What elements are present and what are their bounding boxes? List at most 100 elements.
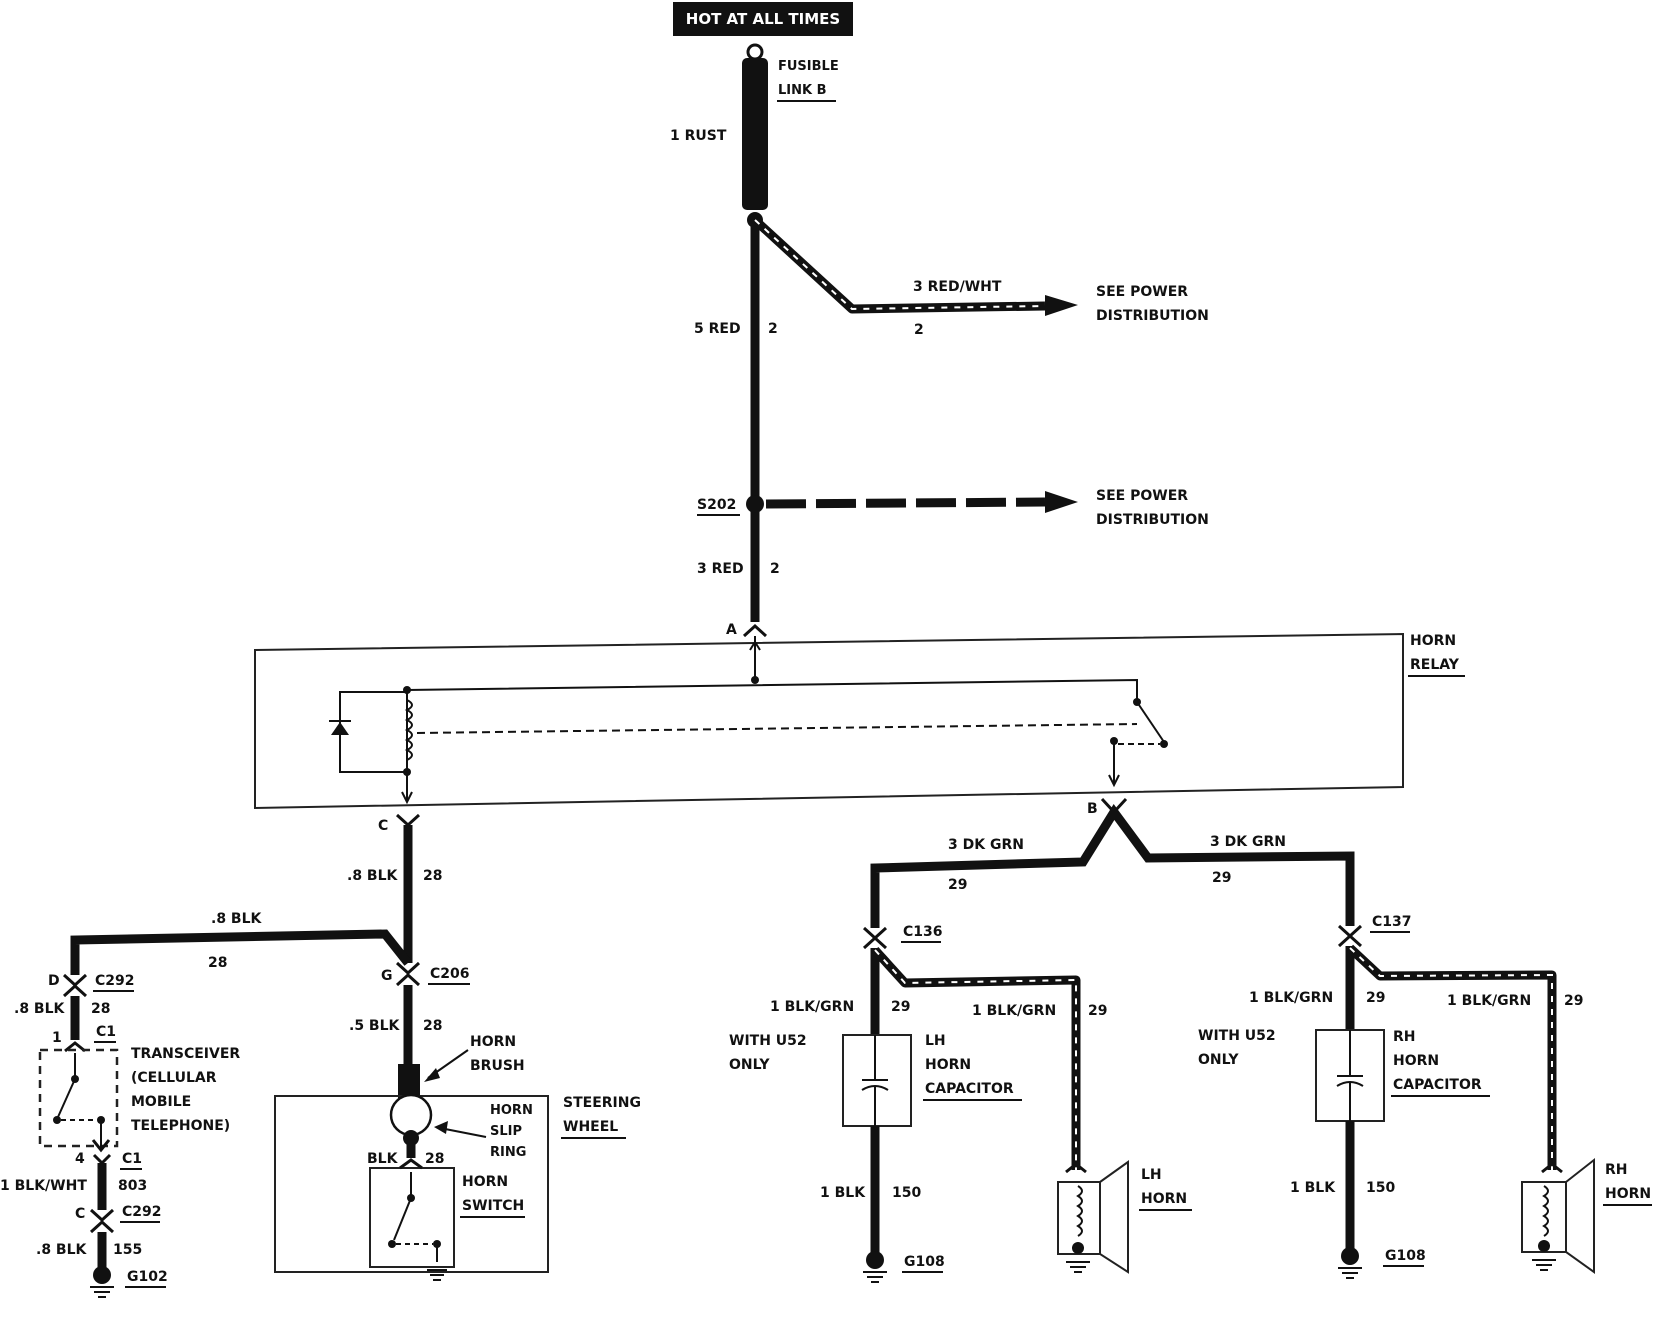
wire-label-3-red-wht: 3 RED/WHT xyxy=(913,279,1002,295)
terminal-1: 1 xyxy=(52,1030,62,1046)
circuit-label-29-lcap: 29 xyxy=(891,999,910,1015)
rh-horn-label-2: HORN xyxy=(1605,1186,1651,1202)
ground-g102: G102 xyxy=(127,1269,168,1285)
connector-c292-top: C292 xyxy=(95,973,135,989)
circuit-label-29-rcap: 29 xyxy=(1366,990,1385,1006)
circuit-label-28-g: 28 xyxy=(423,1018,442,1034)
rh-cap-label-1: RH xyxy=(1393,1029,1416,1045)
wire-label-5-red: 5 RED xyxy=(694,321,741,337)
rh-cap-label-3: CAPACITOR xyxy=(1393,1077,1482,1093)
connector-c136: C136 xyxy=(903,924,943,940)
circuit-label-2-branch: 2 xyxy=(914,322,924,338)
connector-c292-bottom: C292 xyxy=(122,1204,162,1220)
circuit-label-29-r: 29 xyxy=(1212,870,1231,886)
see-power-label-1b: DISTRIBUTION xyxy=(1096,308,1209,324)
horn-relay-label-1: HORN xyxy=(1410,633,1456,649)
horn-switch-circuit: C .8 BLK 28 .8 BLK 28 G C206 .5 BLK 28 H… xyxy=(70,813,641,1281)
circuit-label-28-top: 28 xyxy=(208,955,227,971)
with-u52-rh-2: ONLY xyxy=(1198,1052,1239,1068)
lh-cap-label-1: LH xyxy=(925,1033,946,1049)
wire-label-1-blk-grn-rhorn: 1 BLK/GRN xyxy=(1447,993,1531,1009)
wire-label-3-red: 3 RED xyxy=(697,561,744,577)
with-u52-rh-1: WITH U52 xyxy=(1198,1028,1276,1044)
with-u52-lh-2: ONLY xyxy=(729,1057,770,1073)
connector-c1-bottom: C1 xyxy=(122,1151,142,1167)
rh-horn-label-1: RH xyxy=(1605,1162,1628,1178)
lh-horn-branch: C136 1 BLK/GRN 29 1 BLK/GRN 29 WITH U52 … xyxy=(729,924,1192,1283)
wire-label-8-blk-c: .8 BLK xyxy=(347,868,399,884)
terminal-c-lower: C xyxy=(75,1206,85,1222)
slip-ring-label-2: SLIP xyxy=(490,1124,522,1139)
lh-horn-label-1: LH xyxy=(1141,1167,1162,1183)
circuit-label-29-l: 29 xyxy=(948,877,967,893)
circuit-label-150-l: 150 xyxy=(892,1185,921,1201)
terminal-4: 4 xyxy=(75,1151,85,1167)
circuit-label-2-lower: 2 xyxy=(770,561,780,577)
transceiver-label-4: TELEPHONE) xyxy=(131,1118,230,1134)
transceiver-label-3: MOBILE xyxy=(131,1094,191,1110)
fusible-link-label-1: FUSIBLE xyxy=(778,59,839,74)
rh-cap-label-2: HORN xyxy=(1393,1053,1439,1069)
fusible-link-b: FUSIBLE LINK B 1 RUST xyxy=(670,43,839,210)
connector-c206: C206 xyxy=(430,966,470,982)
steering-wheel-label-1: STEERING xyxy=(563,1095,641,1111)
wire-label-1-blk-150-l: 1 BLK xyxy=(820,1185,866,1201)
ground-g108-r: G108 xyxy=(1385,1248,1426,1264)
connector-c137: C137 xyxy=(1372,914,1412,930)
circuit-label-155: 155 xyxy=(113,1242,142,1258)
wire-label-3-dk-grn-r: 3 DK GRN xyxy=(1210,834,1286,850)
circuit-label-2: 2 xyxy=(768,321,778,337)
circuit-label-29-rhorn: 29 xyxy=(1564,993,1583,1009)
header-text: HOT AT ALL TIMES xyxy=(686,10,840,28)
hot-at-all-times-header: HOT AT ALL TIMES xyxy=(673,2,853,36)
wire-label-1-blk-wht: 1 BLK/WHT xyxy=(0,1178,87,1194)
wire-label-blk-sw: BLK xyxy=(367,1151,399,1167)
slip-ring-label-1: HORN xyxy=(490,1103,533,1118)
lh-cap-label-3: CAPACITOR xyxy=(925,1081,1014,1097)
fusible-link-label-2: LINK B xyxy=(778,83,827,98)
wire-label-1-blk-grn-lcap: 1 BLK/GRN xyxy=(770,999,854,1015)
see-power-label-2a: SEE POWER xyxy=(1096,488,1188,504)
wire-label-1-rust: 1 RUST xyxy=(670,128,727,144)
s202-splice: S202 SEE POWER DISTRIBUTION 3 RED 2 xyxy=(697,488,1209,577)
horn-relay: A HORN RELAY xyxy=(254,622,1465,810)
circuit-label-803: 803 xyxy=(118,1178,147,1194)
ground-g108-l: G108 xyxy=(904,1254,945,1270)
wire-label-1-blk-150-r: 1 BLK xyxy=(1290,1180,1336,1196)
terminal-a: A xyxy=(726,622,737,638)
transceiver-label-2: (CELLULAR xyxy=(131,1070,217,1086)
wire-label-8-blk-d: .8 BLK xyxy=(14,1001,66,1017)
wire-label-8-blk-155: .8 BLK xyxy=(36,1242,88,1258)
red-wht-branch-wire: 3 RED/WHT 2 SEE POWER DISTRIBUTION xyxy=(751,216,1209,338)
horn-relay-label-2: RELAY xyxy=(1410,657,1460,673)
with-u52-lh-1: WITH U52 xyxy=(729,1033,807,1049)
wire-label-3-dk-grn-l: 3 DK GRN xyxy=(948,837,1024,853)
wire-label-5-blk: .5 BLK xyxy=(349,1018,401,1034)
circuit-label-28-c: 28 xyxy=(423,868,442,884)
slip-ring-label-3: RING xyxy=(490,1145,526,1160)
see-power-label-2b: DISTRIBUTION xyxy=(1096,512,1209,528)
horn-switch-label-2: SWITCH xyxy=(462,1198,524,1214)
connector-c1-top: C1 xyxy=(96,1024,116,1040)
wire-label-1-blk-grn-rcap: 1 BLK/GRN xyxy=(1249,990,1333,1006)
transceiver-circuit: D C292 .8 BLK 28 1 C1 TRANSCEIVER (CELLU… xyxy=(0,973,240,1298)
steering-wheel-label-2: WHEEL xyxy=(563,1119,618,1135)
terminal-c: C xyxy=(378,818,388,834)
horn-output-circuit: B 3 DK GRN 29 3 DK GRN 29 xyxy=(870,797,1355,928)
rh-horn-branch: C137 1 BLK/GRN 29 1 BLK/GRN 29 WITH U52 … xyxy=(1198,914,1652,1279)
circuit-label-150-r: 150 xyxy=(1366,1180,1395,1196)
horn-brush-label-1: HORN xyxy=(470,1034,516,1050)
terminal-g: G xyxy=(381,968,393,984)
circuit-label-28-sw: 28 xyxy=(425,1151,444,1167)
wire-label-8-blk-top: .8 BLK xyxy=(211,911,263,927)
wire-label-1-blk-grn-lhorn: 1 BLK/GRN xyxy=(972,1003,1056,1019)
circuit-label-28-d: 28 xyxy=(91,1001,110,1017)
terminal-d: D xyxy=(48,973,60,989)
horn-brush-label-2: BRUSH xyxy=(470,1058,525,1074)
see-power-label-1a: SEE POWER xyxy=(1096,284,1188,300)
lh-cap-label-2: HORN xyxy=(925,1057,971,1073)
horn-switch-label-1: HORN xyxy=(462,1174,508,1190)
splice-label-s202: S202 xyxy=(697,497,736,513)
terminal-b: B xyxy=(1087,801,1098,817)
